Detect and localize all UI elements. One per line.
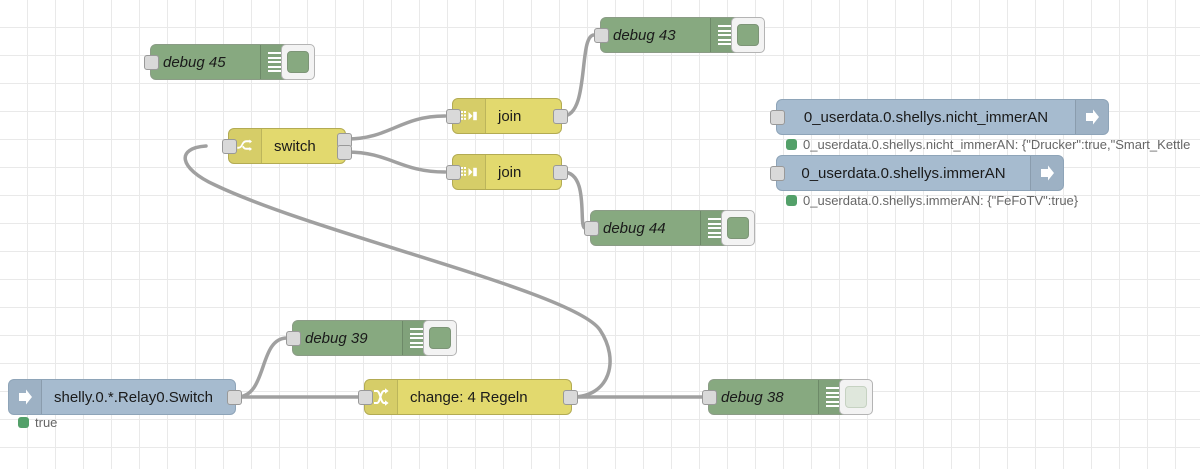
status-dot-icon <box>786 139 797 150</box>
join-icon <box>461 111 477 121</box>
status-immeran: 0_userdata.0.shellys.immerAN: {"FeFoTV":… <box>786 193 1078 208</box>
node-debug39[interactable]: debug 39 <box>286 320 457 356</box>
node-debug45[interactable]: debug 45 <box>144 44 315 80</box>
node-label-shelly: shelly.0.*.Relay0.Switch <box>54 388 213 406</box>
join-icon <box>461 167 477 177</box>
port-in-join1[interactable] <box>446 109 461 124</box>
port-in-immeran[interactable] <box>770 166 785 181</box>
node-debug38[interactable]: debug 38 <box>702 379 873 415</box>
status-nicht-immeran: 0_userdata.0.shellys.nicht_immerAN: {"Dr… <box>786 137 1190 152</box>
wire-join1-debug43[interactable] <box>561 33 596 118</box>
node-immeran[interactable]: 0_userdata.0.shellys.immerAN <box>770 155 1064 191</box>
wire-shelly-debug39[interactable] <box>235 336 289 399</box>
port-in-debug45[interactable] <box>144 55 159 70</box>
node-switch[interactable]: switch <box>222 128 352 164</box>
debug-toggle-button-debug38[interactable] <box>839 379 873 415</box>
port-in-nichtimmeran[interactable] <box>770 110 785 125</box>
node-label-debug44: debug 44 <box>603 219 666 237</box>
node-join2[interactable]: join <box>446 154 568 190</box>
switch-branch-icon <box>237 139 252 151</box>
port-in-change[interactable] <box>358 390 373 405</box>
node-label-immeran: 0_userdata.0.shellys.immerAN <box>801 164 1006 182</box>
port-out-shelly[interactable] <box>227 390 242 405</box>
debug-toggle-button-debug45[interactable] <box>281 44 315 80</box>
node-label-nichtimmeran: 0_userdata.0.shellys.nicht_immerAN <box>803 108 1049 126</box>
node-label-debug38: debug 38 <box>721 388 784 406</box>
arrow-right-icon <box>1041 165 1054 181</box>
node-debug43[interactable]: debug 43 <box>594 17 765 53</box>
status-text: 0_userdata.0.shellys.nicht_immerAN: {"Dr… <box>803 137 1191 152</box>
node-label-join1: join <box>498 107 522 125</box>
debug-toggle-button-debug44[interactable] <box>721 210 755 246</box>
status-text: true <box>35 415 58 430</box>
node-shelly[interactable]: shelly.0.*.Relay0.Switch <box>8 379 242 415</box>
port-out-change[interactable] <box>563 390 578 405</box>
port-in-debug39[interactable] <box>286 331 301 346</box>
node-change[interactable]: change: 4 Regeln <box>358 379 578 415</box>
status-text: 0_userdata.0.shellys.immerAN: {"FeFoTV":… <box>803 193 1079 208</box>
port-in-debug38[interactable] <box>702 390 717 405</box>
change-swap-icon <box>374 388 389 406</box>
arrow-right-icon <box>19 389 32 405</box>
status-dot-icon <box>18 417 29 428</box>
node-icon-immeran <box>1030 156 1063 190</box>
node-label-change: change: 4 Regeln <box>410 388 528 406</box>
port-in-debug44[interactable] <box>584 221 599 236</box>
node-nichtimmeran[interactable]: 0_userdata.0.shellys.nicht_immerAN <box>770 99 1109 135</box>
node-label-debug45: debug 45 <box>163 53 226 71</box>
node-icon-join1 <box>453 99 486 133</box>
status-shelly: true <box>18 415 57 430</box>
node-label-debug43: debug 43 <box>613 26 676 44</box>
port-out-join1[interactable] <box>553 109 568 124</box>
port-in-join2[interactable] <box>446 165 461 180</box>
node-join1[interactable]: join <box>446 98 568 134</box>
port-in-switch[interactable] <box>222 139 237 154</box>
wire-switch-join1[interactable] <box>345 114 447 141</box>
debug-toggle-button-debug39[interactable] <box>423 320 457 356</box>
arrow-right-icon <box>1086 109 1099 125</box>
port-in-debug43[interactable] <box>594 28 609 43</box>
port-out-join2[interactable] <box>553 165 568 180</box>
wire-switch-join2[interactable] <box>345 150 447 174</box>
node-label-switch: switch <box>274 137 316 155</box>
node-debug44[interactable]: debug 44 <box>584 210 755 246</box>
port-out-switch-2[interactable] <box>337 145 352 161</box>
wire-join2-debug44[interactable] <box>561 170 587 230</box>
status-dot-icon <box>786 195 797 206</box>
node-label-debug39: debug 39 <box>305 329 368 347</box>
node-label-join2: join <box>498 163 522 181</box>
debug-toggle-button-debug43[interactable] <box>731 17 765 53</box>
node-icon-nichtimmeran <box>1075 100 1108 134</box>
node-icon-shelly <box>9 380 42 414</box>
